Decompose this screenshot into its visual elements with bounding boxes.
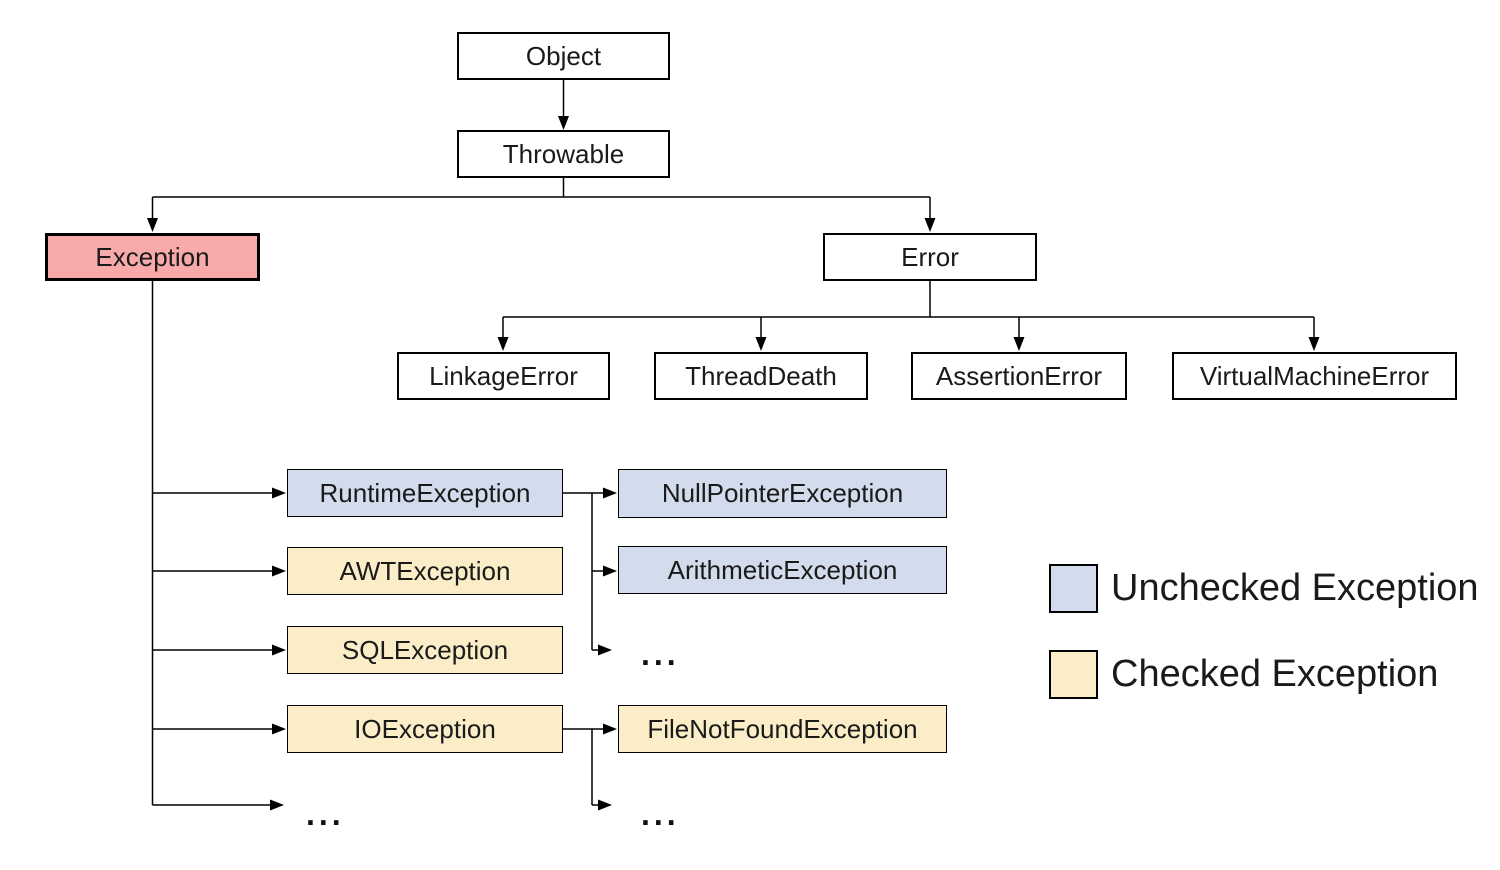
node-label: ArithmeticException <box>667 554 898 585</box>
unchecked-color-swatch <box>1049 564 1098 613</box>
node-label: AssertionError <box>935 360 1103 391</box>
checked-color-swatch <box>1049 650 1098 699</box>
node-label: Error <box>901 241 959 272</box>
legend-item-unchecked: Unchecked Exception <box>1049 564 1479 613</box>
node-file-not-found-exception: FileNotFoundException <box>618 705 947 753</box>
node-io-exception: IOException <box>287 705 563 753</box>
node-object: Object <box>457 32 670 80</box>
node-thread-death: ThreadDeath <box>654 352 868 400</box>
node-label: Throwable <box>502 138 625 169</box>
legend-label: Unchecked Exception <box>1111 567 1479 609</box>
node-label: LinkageError <box>429 360 578 391</box>
legend-item-checked: Checked Exception <box>1049 650 1438 699</box>
legend-label: Checked Exception <box>1111 653 1439 695</box>
node-label: AWTException <box>339 555 511 586</box>
node-runtime-exception: RuntimeException <box>287 469 563 517</box>
node-null-pointer-exception: NullPointerException <box>618 469 947 518</box>
node-label: Object <box>525 40 602 71</box>
ellipsis-io-more: ... <box>641 796 680 832</box>
node-label: FileNotFoundException <box>647 713 918 744</box>
node-label: IOException <box>354 713 496 744</box>
ellipsis-exception-more: ... <box>306 796 345 832</box>
node-label: NullPointerException <box>661 478 904 508</box>
node-label: SQLException <box>341 634 509 665</box>
node-label: VirtualMachineError <box>1199 360 1430 391</box>
ellipsis-runtime-more: ... <box>641 636 680 672</box>
node-assertion-error: AssertionError <box>911 352 1127 400</box>
node-throwable: Throwable <box>457 130 670 178</box>
node-virtual-machine-error: VirtualMachineError <box>1172 352 1457 400</box>
node-label: Exception <box>95 241 210 272</box>
node-exception: Exception <box>45 233 260 281</box>
node-label: RuntimeException <box>319 477 531 508</box>
node-arithmetic-exception: ArithmeticException <box>618 546 947 594</box>
node-error: Error <box>823 233 1037 281</box>
node-linkage-error: LinkageError <box>397 352 610 400</box>
node-sql-exception: SQLException <box>287 626 563 674</box>
node-awt-exception: AWTException <box>287 547 563 595</box>
node-label: ThreadDeath <box>685 360 837 391</box>
